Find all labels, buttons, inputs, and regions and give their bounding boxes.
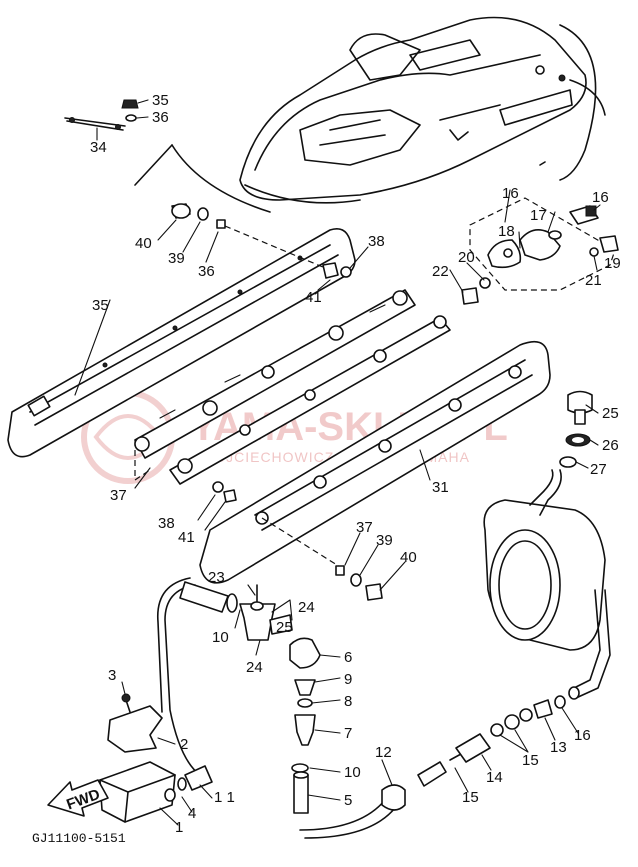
bottom-left-parts (99, 693, 213, 823)
pump-housing (483, 469, 611, 700)
cable-left-tail (134, 144, 173, 186)
callout-31: 34 (90, 139, 107, 156)
callout-22-right: 21 (585, 272, 602, 289)
callout-6: 6 (344, 649, 352, 666)
cable-left (171, 144, 271, 213)
callout-28: 25 (602, 405, 619, 422)
callout-29: 26 (602, 437, 619, 454)
callout-34: 31 (432, 479, 449, 496)
callout-36-upper: 36 (198, 263, 215, 280)
fwd-arrow: FWD (47, 779, 109, 817)
callout-2: 2 (180, 736, 188, 753)
callout-13: 13 (550, 739, 567, 756)
callout-21: 19 (604, 255, 621, 272)
callout-8: 8 (344, 693, 352, 710)
callout-10-upper: 10 (212, 629, 229, 646)
part-35-rail (7, 227, 356, 458)
callout-17: 16 (502, 185, 519, 202)
callout-5: 5 (344, 792, 352, 809)
callout-19: 17 (530, 207, 547, 224)
callout-18: 16 (592, 189, 609, 206)
callout-39-lower: 39 (376, 532, 393, 549)
callout-10-lower: 10 (344, 764, 361, 781)
part-31-rod (64, 99, 139, 131)
part-17-assembly (461, 161, 619, 305)
part-34-rail (199, 340, 551, 584)
part-code: GJ11100-5151 (32, 831, 126, 846)
callout-1: 1 (175, 819, 183, 836)
parts-28-29-30 (559, 390, 593, 468)
callout-35-visible: 35 (92, 297, 109, 314)
callout-39-upper: 39 (168, 250, 185, 267)
cable-right-arrow (569, 79, 606, 116)
callout-15: 15 (522, 752, 539, 769)
callout-32: 35 (152, 92, 169, 109)
callout-24-visible: 24 (298, 599, 315, 616)
callout-41-lower: 41 (178, 529, 195, 546)
callout-16-upper-visible: 16 (574, 727, 591, 744)
callout-41-upper: 41 (305, 289, 322, 306)
hardware-upper (171, 203, 352, 279)
callout-11: 1 1 (214, 789, 235, 806)
callout-26: 23 (208, 569, 225, 586)
center-fittings (239, 584, 321, 814)
callout-33: 36 (152, 109, 169, 126)
callout-27: 24 (246, 659, 263, 676)
callout-40-lower: 40 (400, 549, 417, 566)
callout-38-upper: 38 (368, 233, 385, 250)
hardware-lower (212, 481, 383, 601)
callout-23: 22 (432, 263, 449, 280)
callout-9: 9 (344, 671, 352, 688)
callout-22-left: 20 (458, 249, 475, 266)
callout-4: 4 (188, 805, 196, 822)
callout-7: 7 (344, 725, 352, 742)
watercraft-hull (239, 16, 587, 204)
water-hose (157, 577, 566, 839)
callout-labels: 35 36 34 40 39 36 38 41 36 35 37 38 41 3… (32, 92, 621, 846)
callout-12: 12 (375, 744, 392, 761)
callout-14: 14 (486, 769, 503, 786)
callout-38-lower: 38 (158, 515, 175, 532)
callout-36-lower: 37 (356, 519, 373, 536)
part-37-bracket (134, 289, 451, 485)
leader-lines (74, 99, 601, 826)
callout-3: 3 (108, 667, 116, 684)
callout-25-visible: 25 (276, 619, 293, 636)
callout-37: 37 (110, 487, 127, 504)
callout-16-lower: 15 (462, 789, 479, 806)
cable-right (559, 24, 597, 181)
callout-40-upper: 40 (135, 235, 152, 252)
callout-30: 27 (590, 461, 607, 478)
callout-20: 18 (498, 223, 515, 240)
